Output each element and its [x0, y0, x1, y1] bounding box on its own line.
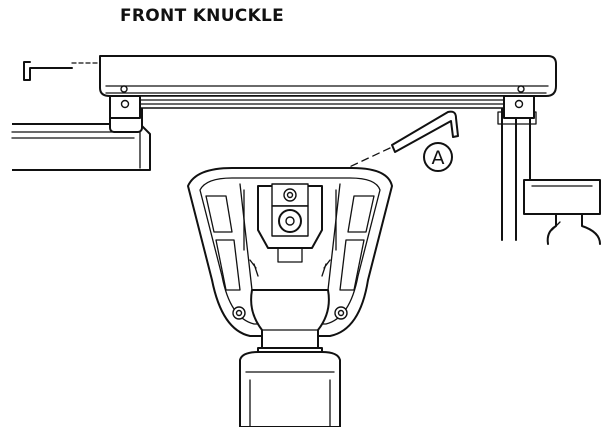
- right-support-post: [497, 107, 537, 241]
- callout-a: A: [423, 142, 453, 172]
- knuckle-housing: [187, 167, 393, 337]
- top-bar: [99, 55, 557, 119]
- hex-key-icon: [23, 61, 101, 81]
- diagram-title: FRONT KNUCKLE: [120, 6, 285, 26]
- center-fork: [243, 183, 337, 277]
- callout-label: A: [432, 147, 445, 169]
- right-bottle: [523, 179, 601, 245]
- lower-column: [239, 289, 341, 427]
